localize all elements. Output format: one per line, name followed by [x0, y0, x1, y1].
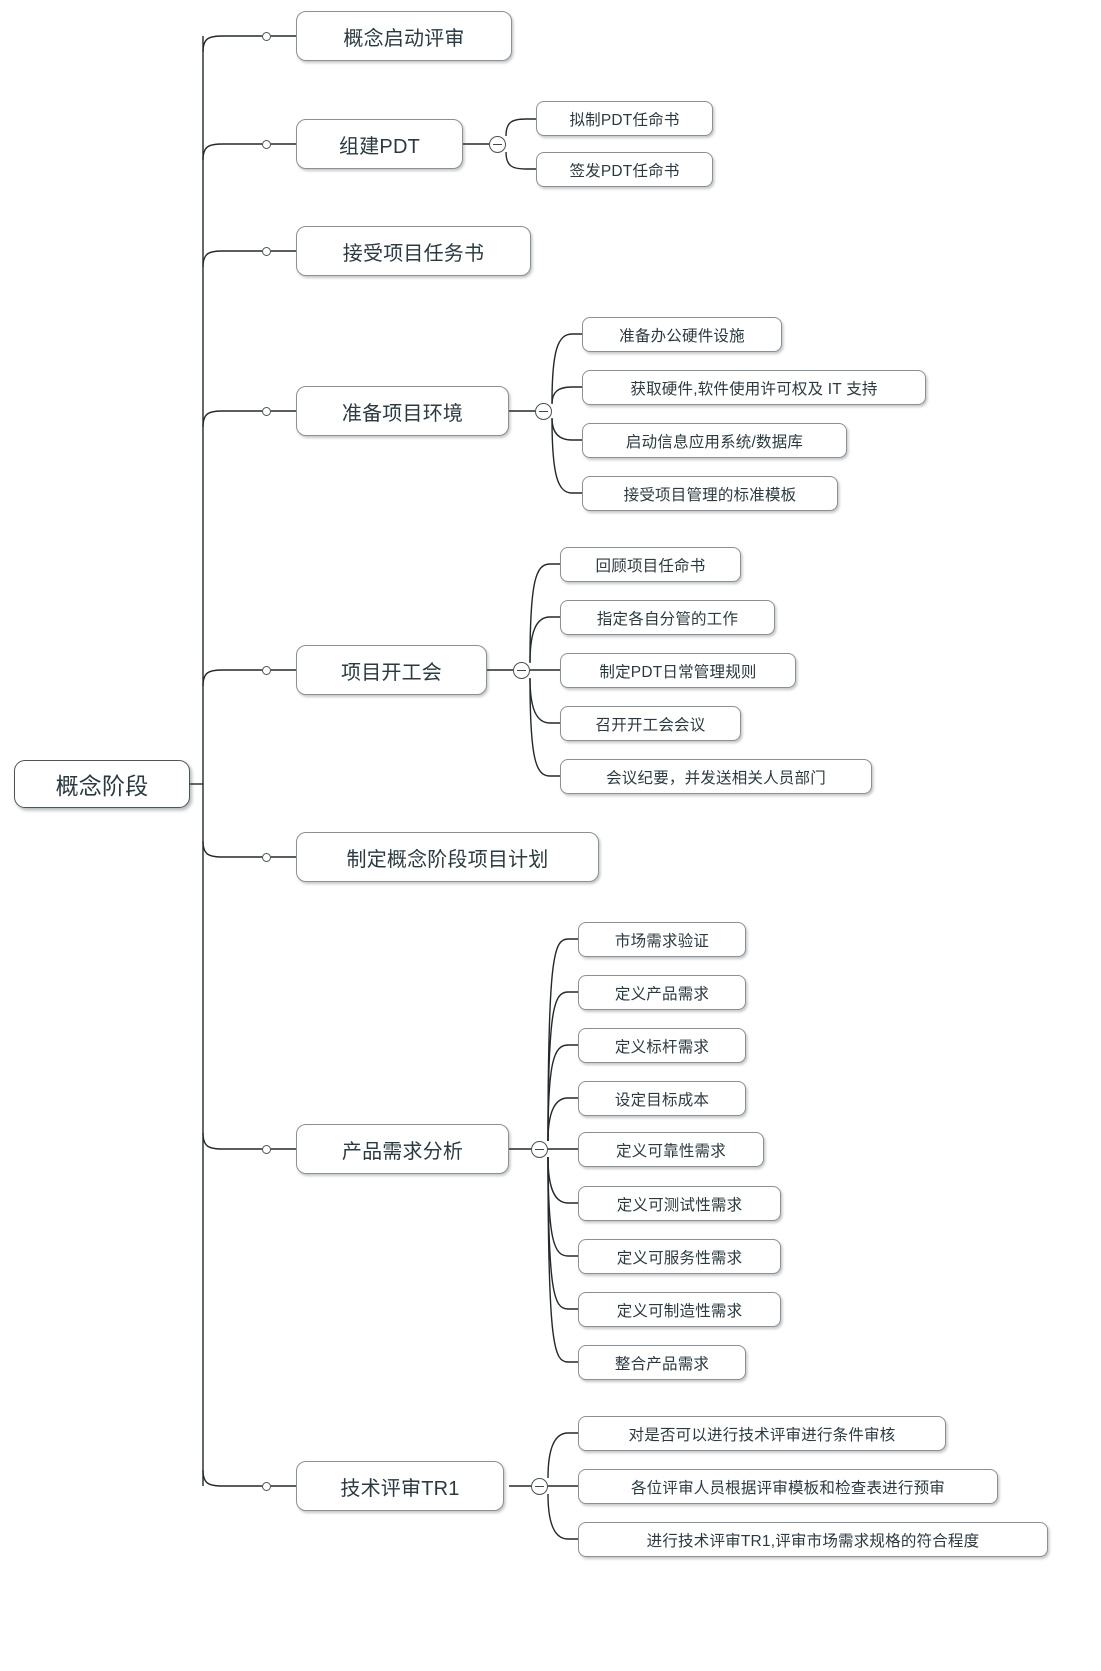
leaf-label: 定义可服务性需求 [616, 1249, 743, 1267]
root-label: 概念阶段 [55, 773, 149, 799]
leaf-node[interactable]: 制定PDT日常管理规则 [560, 653, 796, 688]
branch-label: 组建PDT [339, 135, 420, 158]
leaf-label: 会议纪要，并发送相关人员部门 [606, 769, 826, 787]
collapse-minus-icon[interactable] [513, 661, 530, 679]
branch-node-project-kickoff-meeting[interactable]: 项目开工会 [296, 645, 487, 695]
leaf-label: 各位评审人员根据评审模板和检查表进行预审 [630, 1479, 945, 1497]
leaf-label: 签发PDT任命书 [569, 162, 680, 180]
leaf-label: 指定各自分管的工作 [596, 610, 739, 628]
leaf-node[interactable]: 定义可靠性需求 [578, 1132, 764, 1167]
collapse-minus-icon[interactable] [489, 135, 506, 153]
leaf-node[interactable]: 拟制PDT任命书 [536, 101, 713, 136]
leaf-node[interactable]: 定义产品需求 [578, 975, 746, 1010]
leaf-label: 获取硬件,软件使用许可权及 IT 支持 [630, 380, 878, 398]
leaf-node[interactable]: 设定目标成本 [578, 1081, 746, 1116]
link-dot-icon [262, 246, 271, 256]
branch-label: 项目开工会 [341, 661, 442, 684]
leaf-node[interactable]: 启动信息应用系统/数据库 [582, 423, 847, 458]
leaf-node[interactable]: 召开开工会会议 [560, 706, 741, 741]
leaf-label: 定义标杆需求 [614, 1038, 710, 1056]
leaf-node[interactable]: 签发PDT任命书 [536, 152, 713, 187]
branch-node-technical-review-tr1[interactable]: 技术评审TR1 [296, 1461, 504, 1511]
branch-node-concept-phase-plan[interactable]: 制定概念阶段项目计划 [296, 832, 599, 882]
leaf-label: 召开开工会会议 [595, 716, 706, 734]
link-dot-icon [262, 31, 271, 41]
branch-node-product-requirement-analysis[interactable]: 产品需求分析 [296, 1124, 509, 1174]
leaf-node[interactable]: 回顾项目任命书 [560, 547, 741, 582]
leaf-label: 整合产品需求 [614, 1355, 710, 1373]
branch-node-form-pdt[interactable]: 组建PDT [296, 119, 463, 169]
link-dot-icon [262, 665, 271, 675]
leaf-label: 对是否可以进行技术评审进行条件审核 [628, 1426, 896, 1444]
leaf-label: 接受项目管理的标准模板 [623, 486, 797, 504]
collapse-minus-icon[interactable] [531, 1140, 548, 1158]
leaf-label: 拟制PDT任命书 [569, 111, 680, 129]
leaf-node[interactable]: 各位评审人员根据评审模板和检查表进行预审 [578, 1469, 998, 1504]
leaf-label: 进行技术评审TR1,评审市场需求规格的符合程度 [646, 1532, 980, 1550]
link-dot-icon [262, 1144, 271, 1154]
leaf-node[interactable]: 接受项目管理的标准模板 [582, 476, 838, 511]
branch-node-concept-kickoff-review[interactable]: 概念启动评审 [296, 11, 512, 61]
leaf-label: 回顾项目任命书 [595, 557, 706, 575]
branch-label: 制定概念阶段项目计划 [346, 848, 549, 871]
branch-label: 产品需求分析 [341, 1140, 464, 1163]
leaf-node[interactable]: 定义可测试性需求 [578, 1186, 781, 1221]
branch-label: 准备项目环境 [341, 402, 464, 425]
leaf-node[interactable]: 整合产品需求 [578, 1345, 746, 1380]
link-dot-icon [262, 139, 271, 149]
leaf-label: 市场需求验证 [614, 932, 710, 950]
leaf-node[interactable]: 获取硬件,软件使用许可权及 IT 支持 [582, 370, 926, 405]
link-dot-icon [262, 406, 271, 416]
leaf-label: 启动信息应用系统/数据库 [625, 433, 804, 451]
leaf-label: 定义可制造性需求 [616, 1302, 743, 1320]
leaf-node[interactable]: 定义标杆需求 [578, 1028, 746, 1063]
leaf-node[interactable]: 指定各自分管的工作 [560, 600, 775, 635]
leaf-node[interactable]: 准备办公硬件设施 [582, 317, 782, 352]
collapse-minus-icon[interactable] [535, 402, 552, 420]
leaf-label: 设定目标成本 [614, 1091, 710, 1109]
branch-node-prepare-project-environment[interactable]: 准备项目环境 [296, 386, 509, 436]
leaf-node[interactable]: 定义可制造性需求 [578, 1292, 781, 1327]
leaf-node[interactable]: 定义可服务性需求 [578, 1239, 781, 1274]
leaf-label: 定义可靠性需求 [616, 1142, 726, 1160]
branch-label: 概念启动评审 [343, 27, 465, 50]
leaf-label: 制定PDT日常管理规则 [599, 663, 757, 681]
collapse-minus-icon[interactable] [531, 1477, 548, 1495]
branch-node-accept-project-charter[interactable]: 接受项目任务书 [296, 226, 531, 276]
mindmap-root-node[interactable]: 概念阶段 [14, 760, 190, 808]
leaf-label: 定义产品需求 [614, 985, 710, 1003]
leaf-node[interactable]: 对是否可以进行技术评审进行条件审核 [578, 1416, 946, 1451]
leaf-label: 准备办公硬件设施 [619, 327, 745, 345]
link-dot-icon [262, 1481, 271, 1491]
link-dot-icon [262, 852, 271, 862]
leaf-node[interactable]: 市场需求验证 [578, 922, 746, 957]
branch-label: 接受项目任务书 [342, 242, 485, 265]
leaf-node[interactable]: 进行技术评审TR1,评审市场需求规格的符合程度 [578, 1522, 1048, 1557]
leaf-label: 定义可测试性需求 [616, 1196, 743, 1214]
leaf-node[interactable]: 会议纪要，并发送相关人员部门 [560, 759, 872, 794]
branch-label: 技术评审TR1 [340, 1477, 460, 1500]
